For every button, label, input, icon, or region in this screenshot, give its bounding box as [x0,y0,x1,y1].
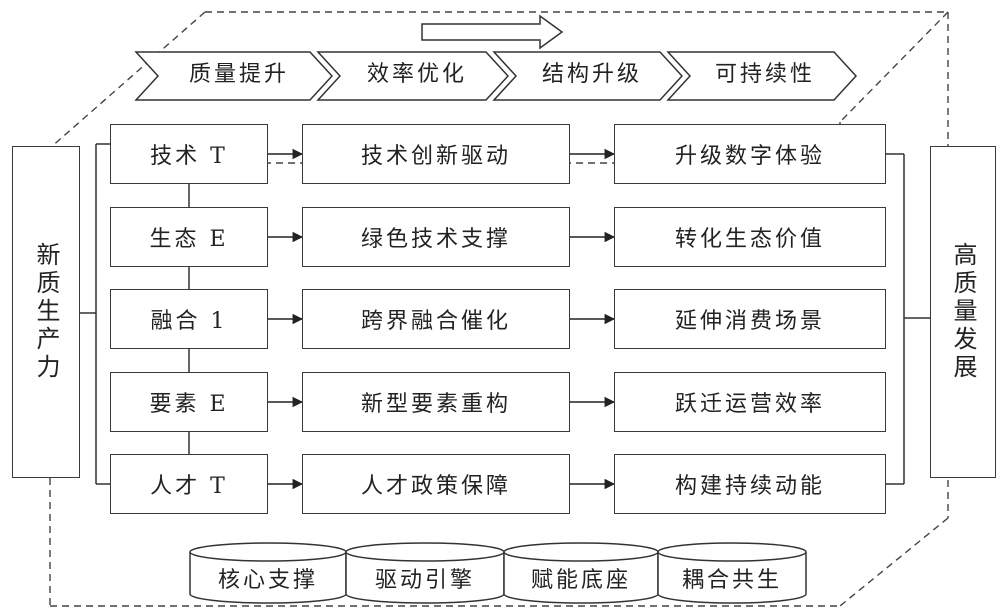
factor-box-elements: 要素 E [110,372,268,432]
foundation-label-coupling-symbiosis: 耦合共生 [681,568,782,593]
stage-label-efficiency: 效率优化 [366,62,467,87]
outcome-box-elements: 跃迁运营效率 [614,372,886,432]
factor-box-integration: 融合 1 [110,289,268,349]
mechanism-box-ecology: 绿色技术支撑 [302,207,570,267]
foundation-cylinder [657,542,807,604]
new-productivity-label: 新质生产力 [32,242,60,382]
mechanism-box-technology: 技术创新驱动 [302,124,570,184]
foundation-cylinder [189,542,347,604]
mechanism-box-integration: 跨界融合催化 [302,289,570,349]
foundation-cylinder [503,542,659,604]
mechanism-box-elements: 新型要素重构 [302,372,570,432]
flow-arrows [268,148,616,490]
stage-chevrons [134,51,858,101]
direction-arrow [421,14,564,50]
outcome-box-integration: 延伸消费场景 [614,289,886,349]
outcome-box-talent: 构建持续动能 [614,454,886,514]
factor-box-ecology: 生态 E [110,207,268,267]
high-quality-development-box: 高质量发展 [930,146,996,478]
stage-label-quality: 质量提升 [188,62,289,87]
mechanism-box-talent: 人才政策保障 [302,454,570,514]
stage-label-structure: 结构升级 [541,62,642,87]
foundation-label-core-support: 核心支撑 [217,568,318,593]
new-productivity-box: 新质生产力 [12,146,80,478]
high-quality-development-label: 高质量发展 [949,242,977,382]
stage-label-sustainability: 可持续性 [714,62,815,87]
factor-box-talent: 人才 T [110,454,268,514]
outcome-box-ecology: 转化生态价值 [614,207,886,267]
foundation-label-enabling-base: 赋能底座 [530,568,631,593]
outcome-box-technology: 升级数字体验 [614,124,886,184]
foundation-cylinders [189,542,807,604]
factor-box-technology: 技术 T [110,124,268,184]
foundation-label-driving-engine: 驱动引擎 [374,568,475,593]
